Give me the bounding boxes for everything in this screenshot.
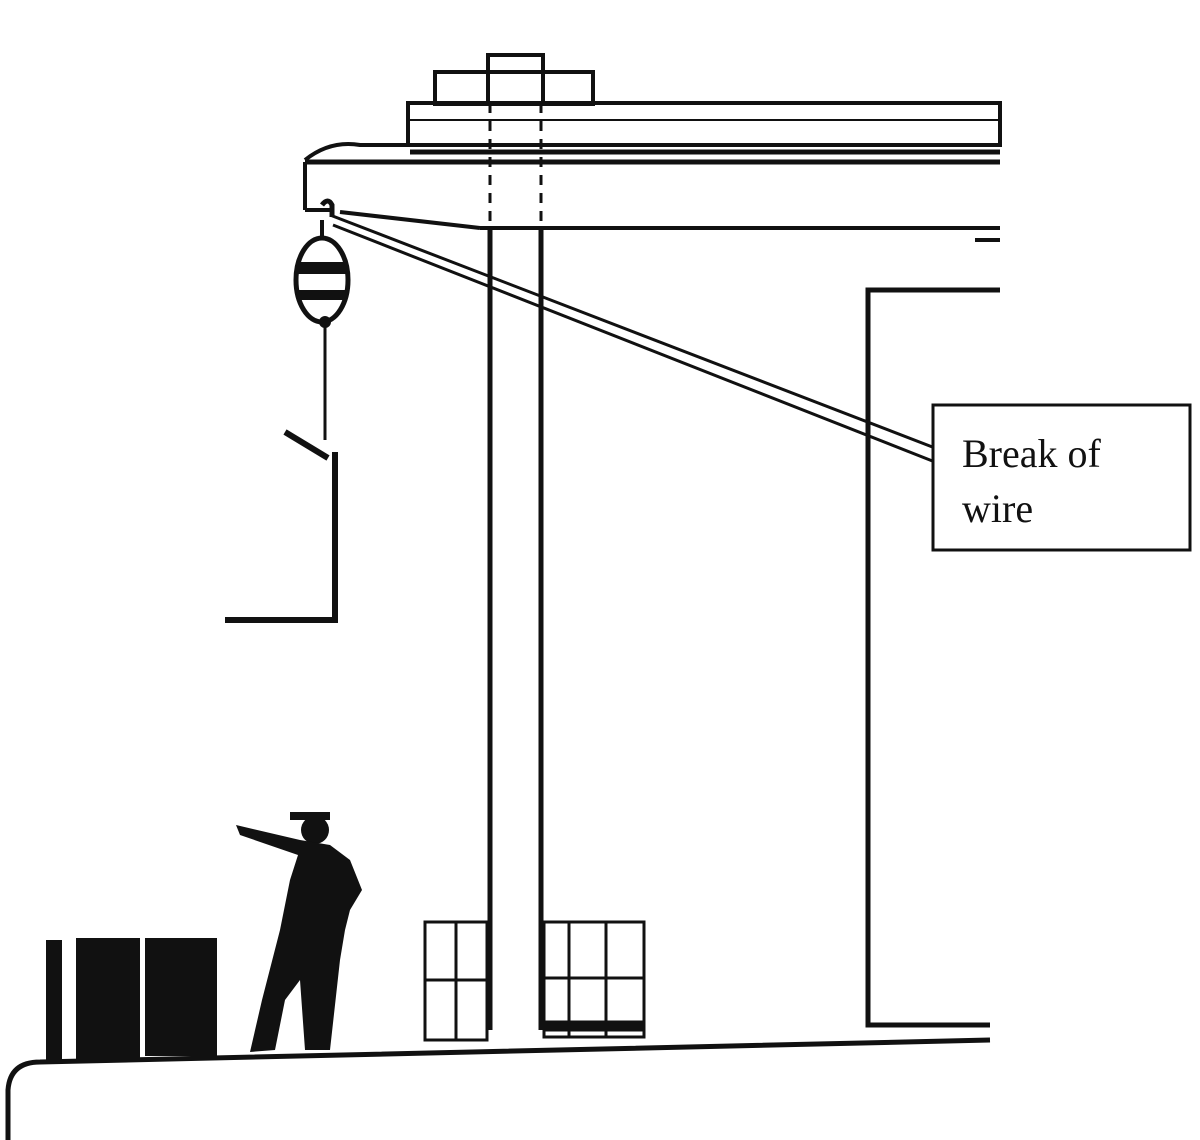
crane-column <box>487 228 544 1030</box>
hoist <box>225 198 338 623</box>
callout-label-line2: wire <box>962 486 1033 531</box>
pallet-stacks <box>423 920 646 1042</box>
ground-line <box>5 1037 991 1140</box>
hoist-block <box>293 235 351 328</box>
crane-trolley <box>406 53 1002 147</box>
column-hidden-lines <box>488 103 543 228</box>
worker-figure <box>236 812 362 1052</box>
crane-beam <box>303 142 1000 242</box>
callout-label-line1: Break of <box>962 431 1102 476</box>
storage-boxes <box>46 938 217 1062</box>
callout-box <box>931 403 1192 552</box>
callout-leader <box>329 213 936 464</box>
building-wall <box>865 287 1000 1028</box>
